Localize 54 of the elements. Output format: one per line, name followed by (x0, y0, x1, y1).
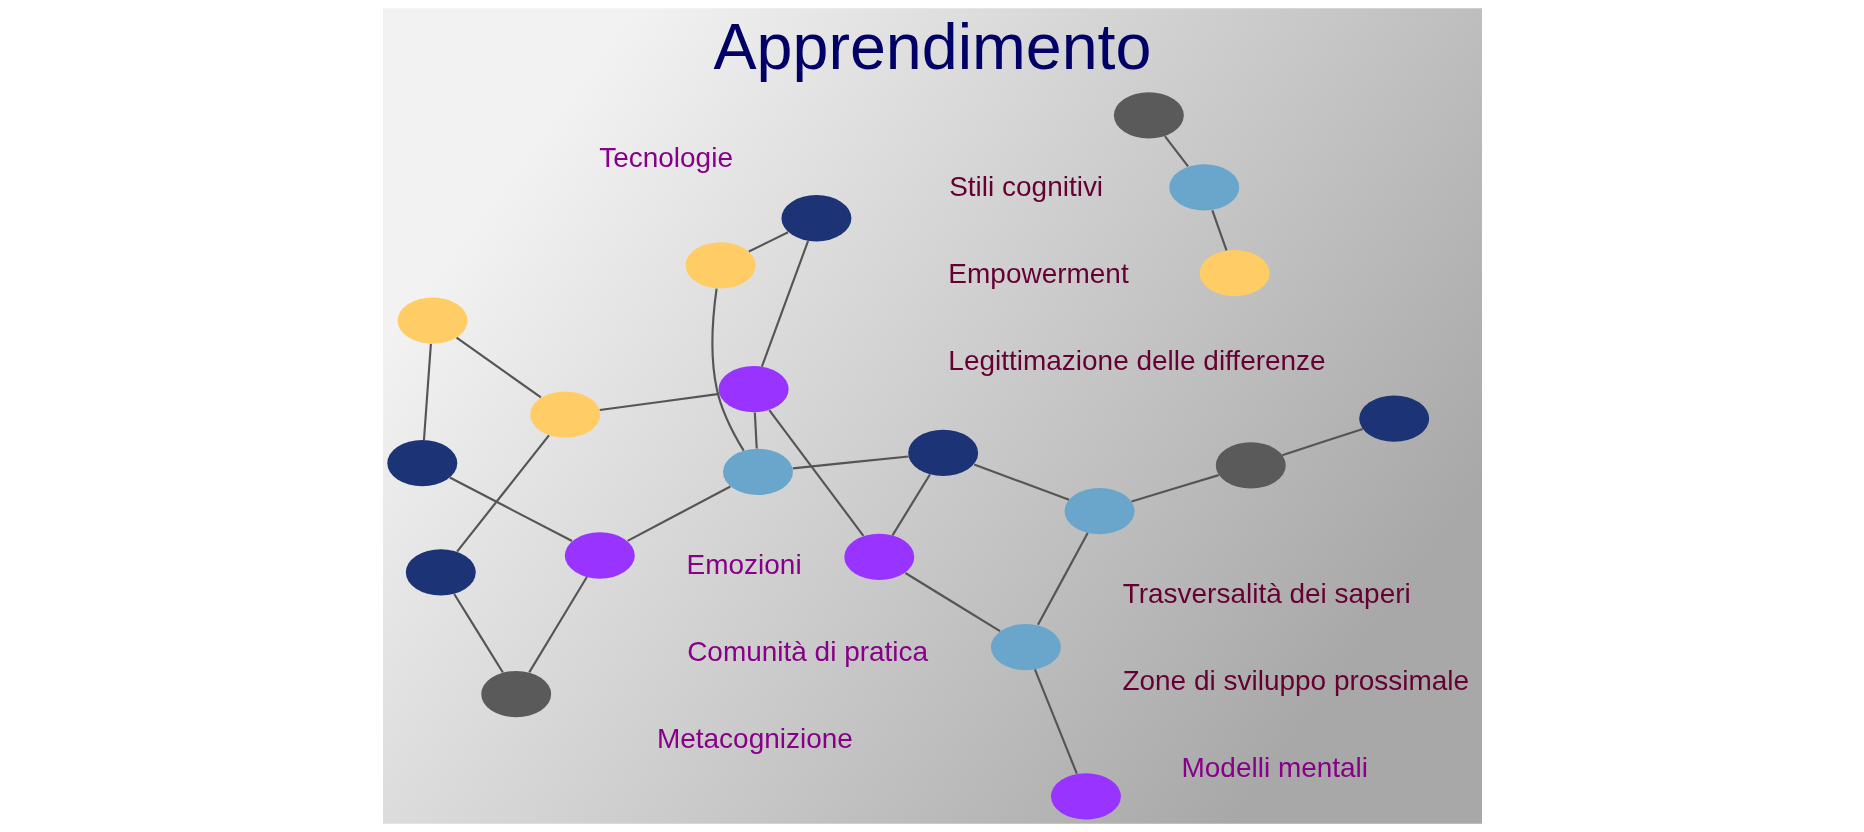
node-ellipse (1064, 488, 1135, 535)
connector (1163, 135, 1189, 168)
node-ellipse (1113, 92, 1184, 139)
node-ellipse (843, 533, 914, 581)
node-ellipse (685, 242, 756, 289)
node-ellipse (397, 297, 468, 344)
node-ellipse (480, 670, 551, 718)
node-ellipse (990, 623, 1061, 671)
node-ellipse (564, 532, 635, 579)
connector (448, 476, 573, 543)
label: Stili cognitivi (948, 171, 1103, 203)
label: Zone di sviluppo prossimale (1121, 665, 1469, 697)
node-ellipse (386, 440, 457, 487)
label: Emozioni (686, 548, 802, 580)
connector (455, 434, 550, 553)
node-ellipse (722, 448, 793, 496)
node-ellipse (1215, 442, 1286, 489)
node-ellipse (907, 429, 978, 477)
node-ellipse (1050, 773, 1121, 820)
label: Metacognizione (656, 723, 853, 755)
label: Modelli mentali (1181, 752, 1368, 784)
connector (973, 463, 1069, 501)
connector (1036, 532, 1089, 626)
node-ellipse (1199, 250, 1270, 297)
node-ellipse (780, 195, 851, 242)
connector (626, 485, 731, 542)
node-ellipse (529, 391, 600, 438)
label: Empowerment (947, 258, 1129, 290)
connector (753, 412, 758, 449)
label: Legittimazione delle differenze (947, 345, 1326, 377)
node-ellipse (1168, 164, 1239, 211)
label: Tecnologie (598, 141, 733, 173)
connector (422, 343, 432, 441)
connector (904, 572, 1001, 633)
node-ellipse (1358, 395, 1429, 442)
connector (1130, 474, 1219, 503)
connector (767, 409, 864, 537)
connector (452, 593, 504, 674)
connector (599, 392, 719, 412)
label: Trasversalità dei saperi (1122, 577, 1411, 609)
connector (710, 288, 745, 452)
connector (891, 473, 931, 536)
node-ellipse (405, 549, 476, 596)
connector (1281, 427, 1363, 457)
connector (455, 336, 542, 399)
connector (792, 455, 909, 470)
label: Comunità di pratica (686, 636, 928, 668)
diagram-title: Apprendimento (713, 10, 1151, 83)
node-ellipse (718, 366, 789, 413)
connector (1033, 669, 1078, 775)
connector (527, 576, 588, 673)
connector (1210, 210, 1228, 251)
connector (747, 231, 789, 253)
connector (760, 240, 809, 368)
